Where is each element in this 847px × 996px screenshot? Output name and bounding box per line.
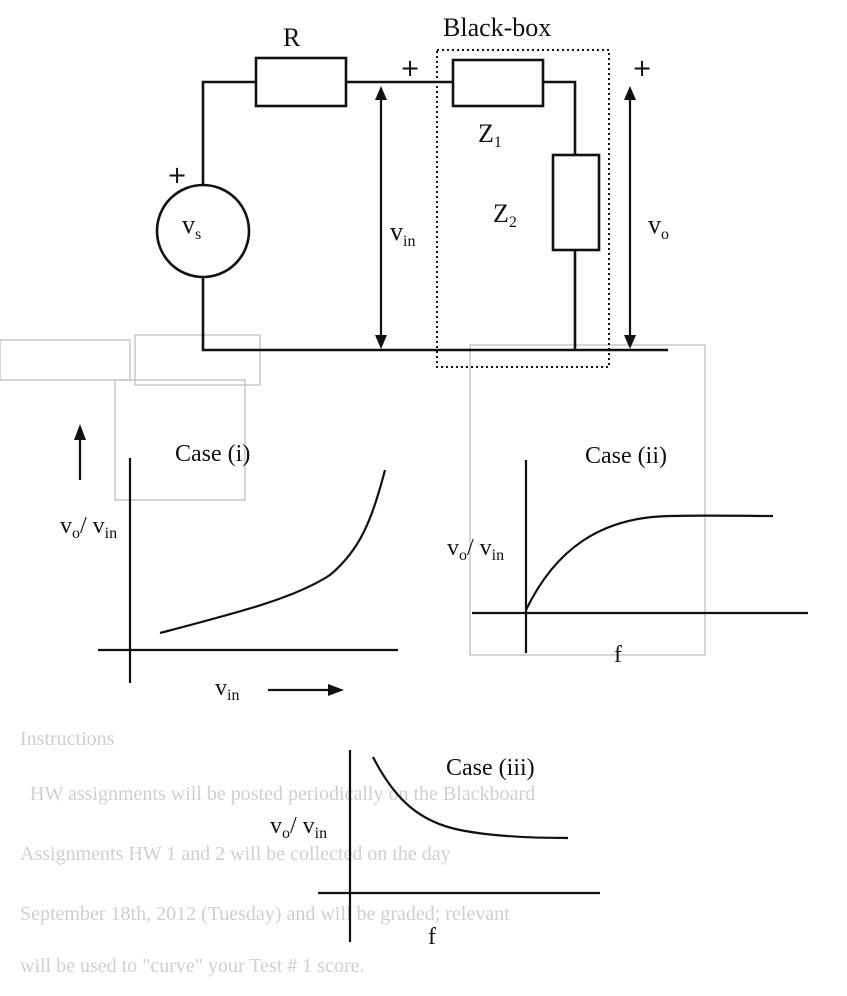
bleed-line-1: Instructions (20, 728, 115, 750)
case2-x-label: f (614, 642, 622, 668)
graph-case-3: Case (iii) vo/ vin f (270, 750, 600, 950)
voltage-source (155, 183, 251, 279)
vo-plus: + (632, 54, 652, 82)
case1-right-arrow (268, 684, 344, 696)
vo-label: vo (648, 210, 669, 243)
case1-curve (159, 469, 387, 635)
impedance-z2 (551, 153, 601, 252)
resistor-label: R (283, 23, 301, 52)
vin-arrow (375, 86, 387, 349)
bleed-rect-2 (134, 334, 261, 386)
graph-case-1: Case (i) vo/ vin vin (60, 424, 398, 704)
bleed-line-5: will be used to "curve" your Test # 1 sc… (20, 955, 364, 977)
source-label: vs (182, 210, 201, 243)
black-box-label: Black-box (443, 13, 551, 42)
case1-title: Case (i) (175, 441, 250, 467)
bleed-line-4: September 18th, 2012 (Tuesday) and will … (20, 903, 510, 925)
resistor-r (254, 56, 348, 108)
case2-y-label: vo/ vin (447, 535, 504, 564)
z1-label: Z1 (478, 119, 502, 151)
bleed-through-text: Instructions HW assignments will be post… (0, 334, 706, 977)
impedance-z1 (451, 58, 545, 108)
case2-curve (525, 514, 774, 611)
case3-title: Case (iii) (446, 755, 535, 781)
black-box (436, 49, 610, 368)
circuit: R + vs Black-box Z1 Z2 + vin + vo (155, 13, 669, 368)
bleed-rect-4 (469, 344, 706, 656)
case2-title: Case (ii) (585, 443, 667, 469)
bleed-line-3: Assignments HW 1 and 2 will be collected… (20, 843, 451, 865)
vin-label: vin (390, 217, 415, 250)
case3-x-label: f (428, 924, 436, 950)
wire-ground (201, 277, 668, 352)
vin-plus: + (400, 54, 420, 82)
case1-x-label: vin (215, 675, 239, 704)
bleed-line-2: HW assignments will be posted periodical… (30, 783, 535, 805)
source-plus: + (167, 161, 187, 189)
bleed-rect-1 (0, 339, 131, 381)
wire-right-top (543, 80, 577, 155)
wire-left-top (201, 80, 256, 185)
vo-arrow (624, 86, 636, 349)
z2-label: Z2 (493, 199, 517, 231)
case3-y-label: vo/ vin (270, 813, 327, 842)
case1-up-arrow (74, 424, 86, 480)
bleed-rect-3 (114, 379, 246, 501)
case3-curve (372, 756, 569, 840)
graph-case-2: Case (ii) vo/ vin f (447, 443, 808, 668)
case1-y-label: vo/ vin (60, 513, 117, 542)
